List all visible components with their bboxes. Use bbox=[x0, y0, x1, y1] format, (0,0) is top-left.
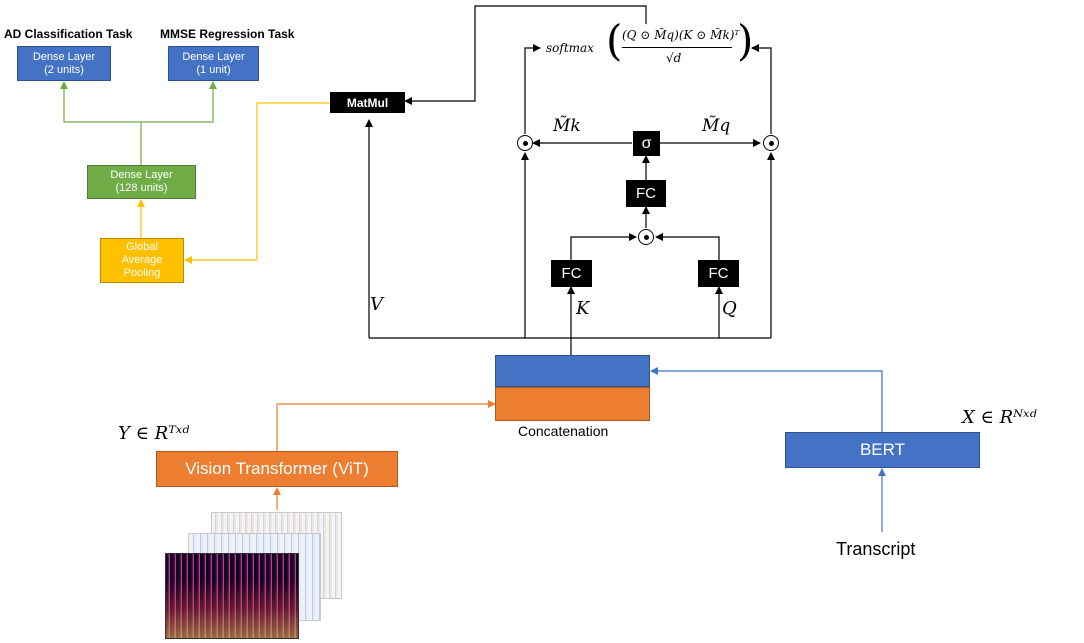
fc-q-block: FC bbox=[698, 260, 739, 287]
k-label: K bbox=[576, 298, 590, 319]
softmax-right-paren: ) bbox=[737, 16, 754, 65]
y-dimension-label: Y ∈ Rᵀˣᵈ bbox=[118, 423, 190, 444]
orange-connectors bbox=[273, 400, 496, 510]
fc-k-block: FC bbox=[551, 260, 592, 287]
mk-label: M̃k bbox=[553, 116, 581, 136]
softmax-left-paren: ( bbox=[606, 16, 623, 65]
softmax-numerator: (Q ⊙ M̃q)(K ⊙ M̃k)ᵀ bbox=[622, 28, 740, 42]
bert-block: BERT bbox=[785, 432, 980, 468]
gap-line1: Global bbox=[126, 241, 158, 253]
left-product-circle bbox=[517, 135, 533, 151]
green-connectors bbox=[60, 81, 217, 165]
fraction-bar bbox=[622, 47, 732, 48]
dense-mmse-line1: Dense Layer bbox=[182, 50, 245, 63]
concatenation-label: Concatenation bbox=[518, 423, 609, 439]
fc-mid-block: FC bbox=[626, 180, 666, 207]
q-label: Q bbox=[722, 298, 737, 319]
concat-text-part bbox=[495, 355, 650, 387]
global-average-pooling: Global Average Pooling bbox=[100, 238, 184, 283]
matmul-block: MatMul bbox=[330, 92, 405, 113]
mq-label: M̃q bbox=[702, 116, 731, 136]
blue-connectors bbox=[650, 367, 886, 532]
dense-layer-mmse: Dense Layer (1 unit) bbox=[168, 46, 259, 81]
dense-128-line1: Dense Layer bbox=[110, 169, 173, 181]
right-product-circle bbox=[763, 135, 779, 151]
center-product-circle bbox=[638, 229, 654, 245]
softmax-label: softmax bbox=[546, 41, 594, 55]
dense-ad-line1: Dense Layer bbox=[32, 50, 96, 63]
gap-line3: Pooling bbox=[123, 267, 161, 279]
softmax-denominator: √d bbox=[666, 51, 682, 65]
yellow-connectors bbox=[137, 102, 330, 264]
concat-block bbox=[495, 355, 650, 421]
sigma-block: σ bbox=[633, 131, 660, 156]
spectrogram-front bbox=[165, 553, 299, 639]
mmse-task-title: MMSE Regression Task bbox=[160, 27, 295, 41]
dense-128-line2: (128 units) bbox=[115, 182, 168, 194]
concat-audio-part bbox=[495, 387, 650, 421]
gap-line2: Average bbox=[121, 254, 163, 266]
ad-task-title: AD Classification Task bbox=[4, 27, 133, 41]
dense-mmse-line2: (1 unit) bbox=[196, 63, 231, 76]
dense-layer-128: Dense Layer (128 units) bbox=[87, 165, 196, 199]
black-connectors bbox=[365, 5, 775, 355]
vision-transformer-block: Vision Transformer (ViT) bbox=[156, 451, 398, 487]
dense-layer-ad: Dense Layer (2 units) bbox=[17, 46, 111, 81]
dense-ad-line2: (2 units) bbox=[44, 63, 84, 76]
transcript-label: Transcript bbox=[836, 539, 916, 559]
x-dimension-label: X ∈ Rᴺˣᵈ bbox=[962, 407, 1037, 428]
v-label: V bbox=[370, 294, 383, 315]
